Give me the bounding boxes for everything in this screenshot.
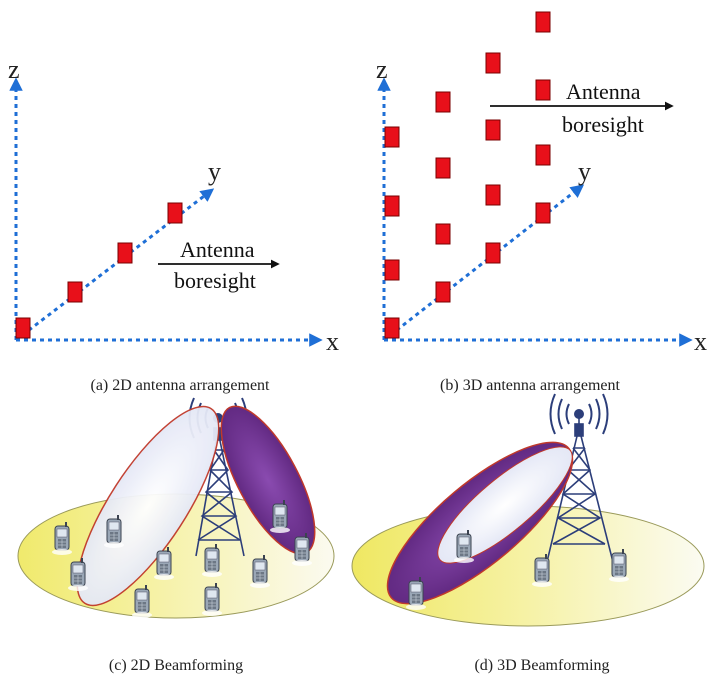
phone-icon xyxy=(405,576,427,611)
phone-icon xyxy=(291,532,313,567)
antenna-element xyxy=(435,91,451,113)
antenna-element xyxy=(535,144,551,166)
phone-icon xyxy=(201,582,223,617)
antenna-element xyxy=(485,119,501,141)
phone-icon xyxy=(103,514,125,549)
phone-icon xyxy=(249,554,271,589)
phone-icon xyxy=(269,499,291,534)
phone-icon xyxy=(153,546,175,581)
z-axis-label: z xyxy=(8,55,20,84)
phone-icon xyxy=(453,529,475,564)
panel-b: z y x Antenna boresight (b) 3D antenna a… xyxy=(376,11,707,394)
antenna-element xyxy=(117,242,133,264)
antenna-element xyxy=(535,79,551,101)
caption-c: (c) 2D Beamforming xyxy=(109,657,243,674)
antenna-element xyxy=(384,195,400,217)
antenna-element xyxy=(435,223,451,245)
y-axis-label: y xyxy=(208,157,221,186)
antenna-element xyxy=(67,281,83,303)
antenna-element xyxy=(535,202,551,224)
x-axis-label: x xyxy=(326,327,339,356)
antenna-element xyxy=(384,317,400,339)
caption-d: (d) 3D Beamforming xyxy=(474,657,609,674)
phone-icon xyxy=(201,543,223,578)
boresight-label-line2: boresight xyxy=(174,268,256,293)
phone-icon xyxy=(531,553,553,588)
antenna-element xyxy=(535,11,551,33)
y-axis xyxy=(15,188,215,342)
phone-icon xyxy=(131,584,153,619)
z-axis-label: z xyxy=(376,55,388,84)
beam-light xyxy=(437,446,573,564)
x-axis-label: x xyxy=(694,327,707,356)
caption-b: (b) 3D antenna arrangement xyxy=(440,377,620,394)
antenna-element xyxy=(384,259,400,281)
beam-light xyxy=(76,405,220,607)
y-axis xyxy=(383,184,585,342)
antenna-element xyxy=(485,184,501,206)
signal-waves-icon xyxy=(549,393,609,435)
antenna-element xyxy=(15,317,31,339)
phone-icon xyxy=(51,521,73,556)
antenna-array xyxy=(384,11,551,339)
phone-icon xyxy=(608,548,630,583)
boresight-label-line1: Antenna xyxy=(566,79,641,104)
phone-icon xyxy=(67,557,89,592)
boresight-label-line1: Antenna xyxy=(180,237,255,262)
antenna-element xyxy=(167,202,183,224)
antenna-element xyxy=(435,157,451,179)
antenna-element xyxy=(435,281,451,303)
antenna-element xyxy=(485,52,501,74)
y-axis-label: y xyxy=(578,157,591,186)
boresight-label-line2: boresight xyxy=(562,112,644,137)
panel-d: (d) 3D Beamforming xyxy=(351,393,705,674)
antenna-element xyxy=(384,126,400,148)
caption-a: (a) 2D antenna arrangement xyxy=(90,377,270,394)
antenna-element xyxy=(485,242,501,264)
panel-a: z y x Antenna boresight (a) 2D antenna a… xyxy=(8,55,339,394)
base-station-tower xyxy=(545,418,615,567)
panel-c: (c) 2D Beamforming xyxy=(17,397,335,674)
